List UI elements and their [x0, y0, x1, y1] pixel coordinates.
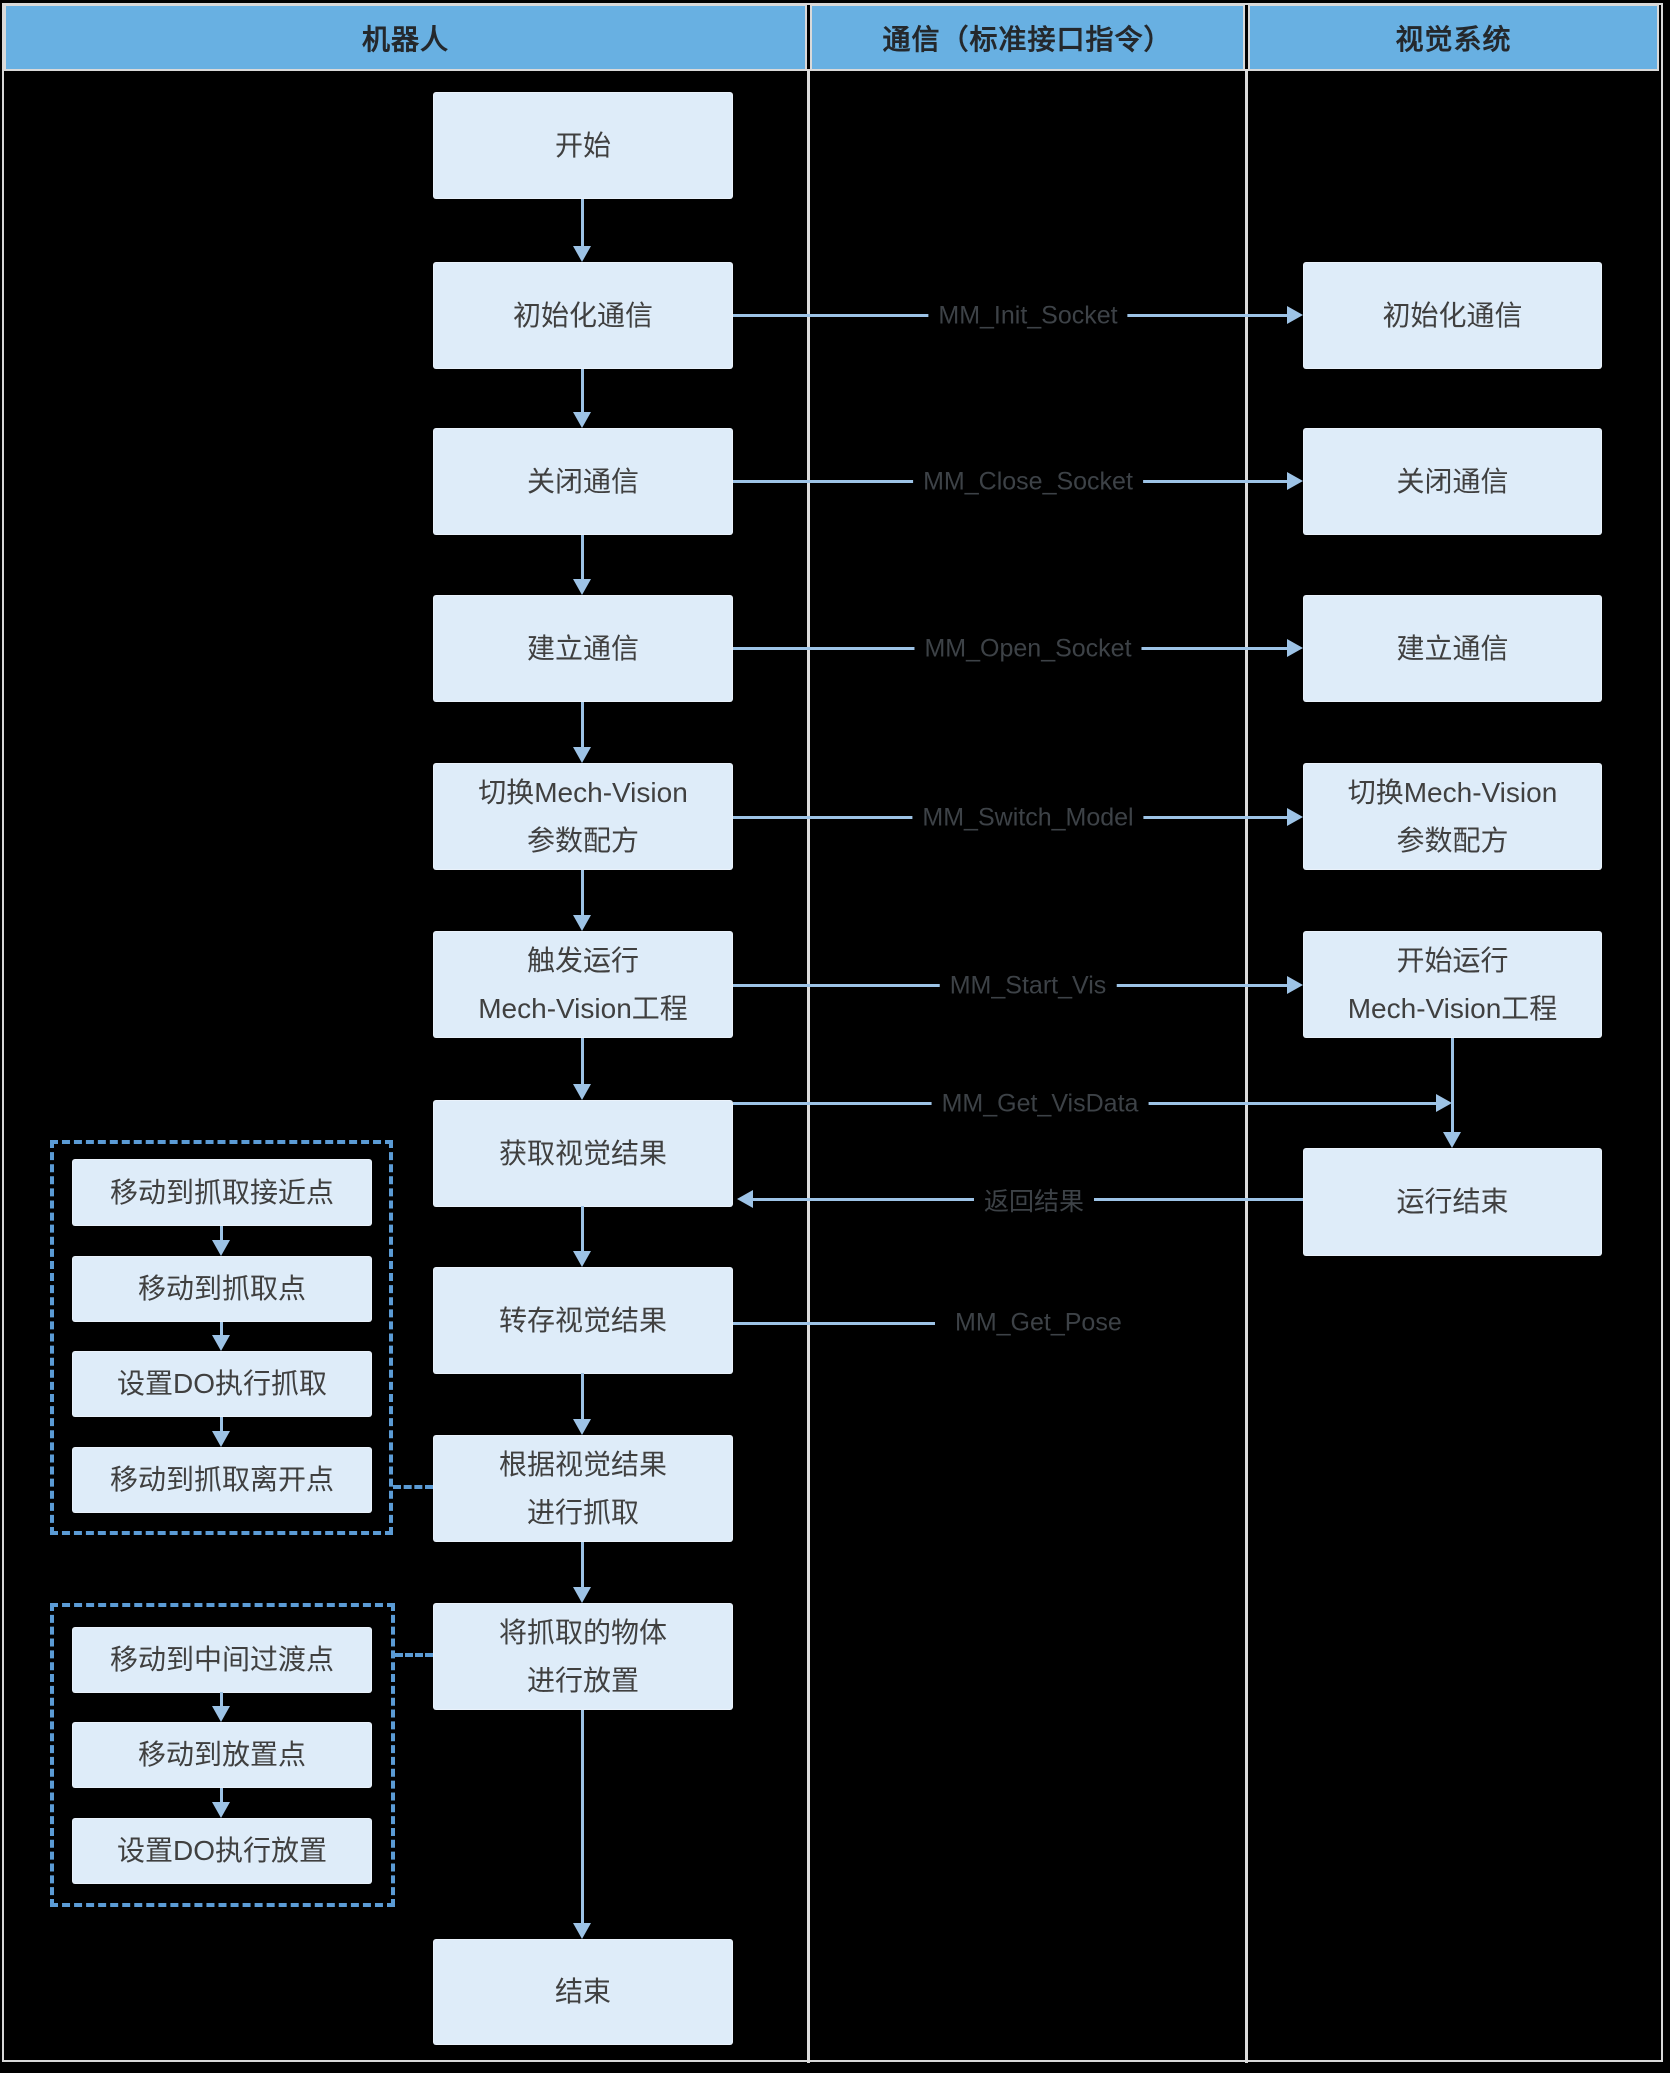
- lane-header-communication: 通信（标准接口指令）: [810, 4, 1245, 71]
- arrow-pick-step-2: [220, 1322, 223, 1335]
- arrow-open-to-switch: [581, 702, 584, 747]
- arrowhead-right-icon: [1287, 639, 1303, 657]
- arrow-place-to-end: [581, 1710, 584, 1923]
- node-vision-start-project: 开始运行 Mech-Vision工程: [1303, 931, 1602, 1038]
- node-vision-switch-recipe: 切换Mech-Vision 参数配方: [1303, 763, 1602, 870]
- node-robot-close-comm: 关闭通信: [433, 428, 733, 535]
- arrowhead-down-icon: [212, 1431, 230, 1447]
- dashed-connector-place: [395, 1653, 433, 1657]
- arrowhead-right-icon: [1287, 472, 1303, 490]
- message-label-close-socket: MM_Close_Socket: [913, 465, 1143, 499]
- node-robot-trigger-vision: 触发运行 Mech-Vision工程: [433, 931, 733, 1038]
- arrowhead-down-icon: [212, 1706, 230, 1722]
- arrowhead-down-icon: [573, 1419, 591, 1435]
- message-label-get-pose: MM_Get_Pose: [945, 1306, 1132, 1340]
- arrowhead-down-icon: [212, 1802, 230, 1818]
- arrowhead-left-icon: [737, 1190, 753, 1208]
- arrow-init-to-close: [581, 369, 584, 412]
- arrowhead-down-icon: [573, 579, 591, 595]
- lane-header-robot: 机器人: [4, 4, 807, 71]
- message-label-switch-model: MM_Switch_Model: [912, 801, 1144, 835]
- arrow-trigger-to-getresult: [581, 1038, 584, 1084]
- group-pick-steps: [50, 1140, 393, 1535]
- node-robot-place-object: 将抓取的物体 进行放置: [433, 1603, 733, 1710]
- arrowhead-right-icon: [1436, 1094, 1452, 1112]
- node-robot-open-comm: 建立通信: [433, 595, 733, 702]
- group-place-steps: [50, 1603, 395, 1907]
- message-label-start-vis: MM_Start_Vis: [939, 969, 1117, 1003]
- node-vision-open-comm: 建立通信: [1303, 595, 1602, 702]
- node-robot-init-comm: 初始化通信: [433, 262, 733, 369]
- node-robot-pick-by-vision: 根据视觉结果 进行抓取: [433, 1435, 733, 1542]
- node-move-pick-approach: 移动到抓取接近点: [72, 1159, 372, 1226]
- node-robot-end: 结束: [433, 1939, 733, 2045]
- message-label-return-result: 返回结果: [973, 1180, 1095, 1220]
- node-move-pick-depart: 移动到抓取离开点: [72, 1447, 372, 1513]
- lane-header-vision: 视觉系统: [1248, 4, 1659, 71]
- arrow-pick-step-3: [220, 1417, 223, 1431]
- node-robot-start: 开始: [433, 92, 733, 199]
- arrowhead-right-icon: [1287, 306, 1303, 324]
- node-robot-store-vision-result: 转存视觉结果: [433, 1267, 733, 1374]
- line-mm-get-pose: [733, 1322, 935, 1325]
- lane-divider-comm-vision: [1245, 69, 1248, 2063]
- node-robot-switch-recipe: 切换Mech-Vision 参数配方: [433, 763, 733, 870]
- arrow-place-step-1: [220, 1692, 223, 1706]
- arrow-pick-to-place: [581, 1542, 584, 1587]
- arrowhead-down-icon: [573, 1084, 591, 1100]
- lane-divider-robot-comm: [807, 69, 810, 2063]
- node-robot-get-vision-result: 获取视觉结果: [433, 1100, 733, 1207]
- message-label-init-socket: MM_Init_Socket: [928, 299, 1128, 333]
- arrow-start-to-init: [581, 199, 584, 246]
- arrowhead-down-icon: [573, 1251, 591, 1267]
- arrowhead-down-icon: [1443, 1132, 1461, 1148]
- arrowhead-right-icon: [1287, 976, 1303, 994]
- arrowhead-down-icon: [573, 1923, 591, 1939]
- message-label-open-socket: MM_Open_Socket: [914, 632, 1142, 666]
- arrowhead-down-icon: [573, 915, 591, 931]
- dashed-connector-pick: [393, 1485, 433, 1489]
- node-set-do-pick: 设置DO执行抓取: [72, 1351, 372, 1417]
- arrow-getresult-to-store: [581, 1206, 584, 1251]
- arrow-pick-step-1: [220, 1226, 223, 1240]
- node-move-place-point: 移动到放置点: [72, 1722, 372, 1788]
- arrow-place-step-2: [220, 1788, 223, 1802]
- arrow-startproject-to-finished: [1451, 1038, 1454, 1132]
- arrowhead-down-icon: [573, 1587, 591, 1603]
- arrow-close-to-open: [581, 535, 584, 579]
- node-set-do-place: 设置DO执行放置: [72, 1818, 372, 1884]
- arrowhead-down-icon: [573, 412, 591, 428]
- arrow-switch-to-trigger: [581, 870, 584, 915]
- node-move-intermediate-point: 移动到中间过渡点: [72, 1627, 372, 1693]
- node-vision-run-finished: 运行结束: [1303, 1148, 1602, 1256]
- message-label-get-visdata: MM_Get_VisData: [931, 1087, 1149, 1121]
- arrowhead-down-icon: [573, 747, 591, 763]
- arrowhead-down-icon: [573, 246, 591, 262]
- arrowhead-down-icon: [212, 1240, 230, 1256]
- node-vision-close-comm: 关闭通信: [1303, 428, 1602, 535]
- arrowhead-down-icon: [212, 1335, 230, 1351]
- node-vision-init-comm: 初始化通信: [1303, 262, 1602, 369]
- node-move-pick-point: 移动到抓取点: [72, 1256, 372, 1322]
- arrow-store-to-pick: [581, 1373, 584, 1419]
- arrowhead-right-icon: [1287, 808, 1303, 826]
